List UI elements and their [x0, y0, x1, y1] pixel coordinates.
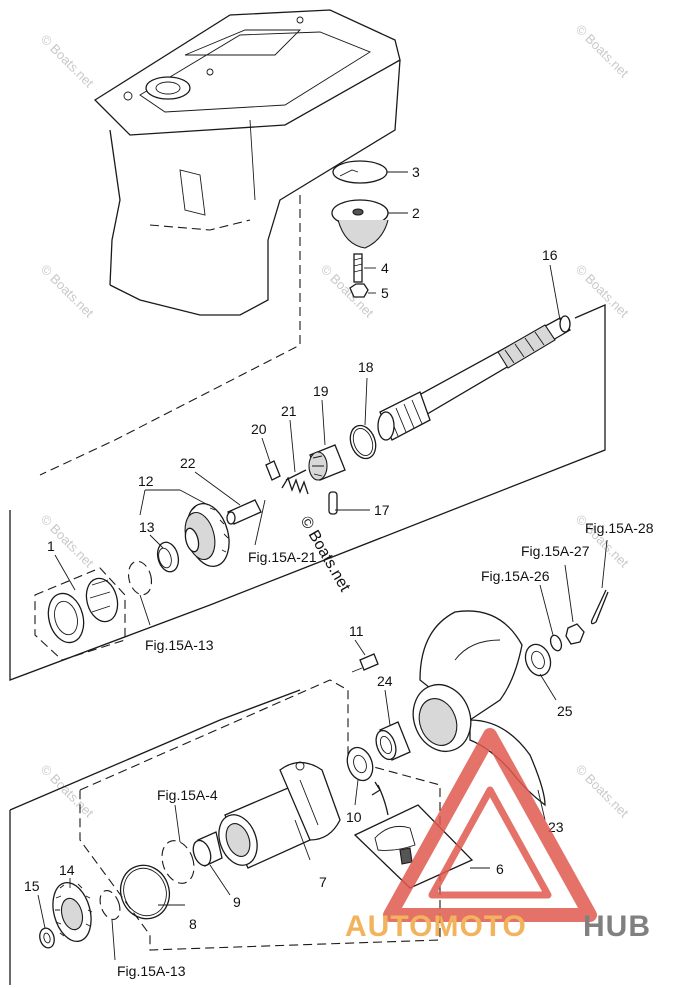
- label-24: 24: [377, 673, 393, 689]
- fig-15a-13-ring-top: [127, 560, 153, 596]
- label-16: 16: [542, 247, 558, 263]
- assembly-outline: [39, 195, 301, 476]
- part-10-seal: [346, 746, 374, 782]
- watermark-text: © Boats.net: [573, 762, 632, 821]
- label-10: 10: [346, 809, 362, 825]
- part-24-spacer: [375, 721, 411, 761]
- watermark-text: © Boats.net: [38, 262, 97, 321]
- label-14: 14: [59, 862, 75, 878]
- fig-15a-13-ring-bottom: [99, 890, 121, 920]
- fig-15a-4-shim: [161, 840, 195, 884]
- part-16-shaft: [377, 315, 571, 441]
- fig-15a-26-label: Fig.15A-26: [481, 568, 550, 584]
- label-1: 1: [47, 538, 55, 554]
- part-12-gear: [184, 503, 230, 567]
- part-8-oring: [119, 864, 171, 920]
- label-18: 18: [358, 359, 374, 375]
- label-5: 5: [381, 285, 389, 301]
- fig-15a-21-label: Fig.15A-21: [248, 549, 317, 565]
- label-22: 22: [180, 455, 196, 471]
- label-23: 23: [548, 819, 564, 835]
- part-17-pin: [328, 491, 338, 515]
- part-19-clutch: [308, 444, 346, 481]
- fig-15a-27-label: Fig.15A-27: [521, 543, 590, 559]
- fig-15a-13-top-label: Fig.15A-13: [145, 637, 214, 653]
- part-13-bearing: [156, 541, 180, 573]
- label-13: 13: [139, 519, 155, 535]
- part-22-plunger: [226, 499, 262, 525]
- triangle-logo-icon: [383, 728, 597, 922]
- label-8: 8: [189, 916, 197, 932]
- label-2: 2: [412, 205, 420, 221]
- gear-case-housing: [93, 9, 401, 316]
- fig-15a-26-washer: [549, 634, 563, 652]
- fig-15a-27-nut: [565, 623, 585, 645]
- automotohub-logo: AUTOMOTO HUB: [345, 728, 651, 943]
- fig-15a-4-label: Fig.15A-4: [157, 787, 218, 803]
- label-21: 21: [281, 403, 297, 419]
- label-20: 20: [251, 421, 267, 437]
- part-7-housing: [218, 761, 341, 869]
- part-2-cap: [331, 199, 389, 249]
- part-6-detail: [353, 781, 474, 889]
- label-19: 19: [313, 383, 329, 399]
- part-25-washer: [524, 643, 552, 677]
- part-14-gear: [52, 882, 93, 942]
- watermark-group: © Boats.net © Boats.net © Boats.net © Bo…: [38, 22, 632, 821]
- part-21-spring: [281, 469, 309, 495]
- part-11-bolt: [351, 653, 379, 673]
- label-12: 12: [138, 473, 154, 489]
- fig-15a-13-bottom-label: Fig.15A-13: [117, 963, 186, 979]
- label-9: 9: [233, 894, 241, 910]
- watermark-text: © Boats.net: [38, 32, 97, 91]
- label-7: 7: [319, 874, 327, 890]
- label-11: 11: [349, 623, 364, 639]
- label-17: 17: [374, 502, 390, 518]
- part-5-nut: [349, 283, 369, 298]
- watermark-text: © Boats.net: [38, 762, 97, 821]
- part-labels: 3 2 4 5 16 18 19 21 20 22 17 12 13 Fig.1…: [24, 164, 654, 979]
- leader-lines: [37, 171, 608, 961]
- label-6: 6: [496, 861, 504, 877]
- part-20-pin: [265, 460, 281, 481]
- part-18-ring: [349, 424, 377, 460]
- fig-15a-28-cotter: [590, 589, 609, 625]
- watermark-text: © Boats.net: [573, 22, 632, 81]
- label-25: 25: [557, 703, 573, 719]
- part-15-shim: [39, 927, 55, 949]
- fig-15a-28-label: Fig.15A-28: [585, 520, 654, 536]
- part-3-cover: [332, 160, 388, 184]
- assembly-box-upper: [9, 304, 606, 681]
- label-15: 15: [24, 878, 40, 894]
- brand-automoto: AUTOMOTO: [345, 910, 527, 943]
- label-3: 3: [412, 164, 420, 180]
- part-9-bearing: [192, 831, 223, 867]
- label-4: 4: [381, 260, 389, 276]
- brand-hub: HUB: [583, 910, 651, 943]
- part-1-bearing-set: [34, 567, 126, 661]
- part-4-stud: [353, 253, 363, 283]
- watermark-text: © Boats.net: [573, 262, 632, 321]
